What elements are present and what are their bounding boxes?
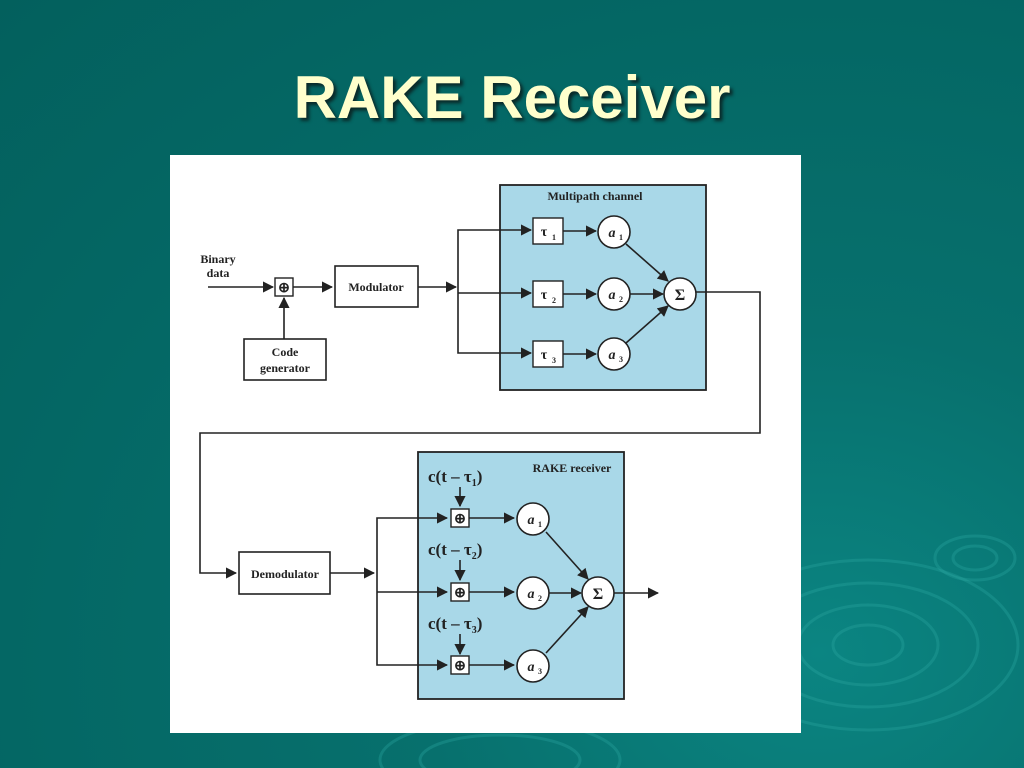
rx-gain3-to-sum-arrow	[545, 606, 589, 654]
rx-sum-symbol: Σ	[593, 586, 603, 603]
demodulator-block	[238, 551, 331, 595]
rake-branch-3	[376, 573, 449, 671]
code-generator-block	[243, 338, 327, 381]
rx-gain-a1-node	[516, 502, 550, 536]
code-label-1-prefix: c(t – τ	[428, 467, 472, 486]
rx-gain-a3-node	[516, 649, 550, 683]
gain-a1-node	[597, 215, 631, 249]
gain-a1-symbol: a	[609, 226, 616, 241]
multipath-channel-section: Multipath channel τ 1 a 1 τ 2 a 2 τ 3 a …	[457, 184, 707, 391]
code-label-3-prefix: c(t – τ	[428, 614, 472, 633]
rx-mixer-1-symbol: ⊕	[454, 512, 466, 527]
binary-data-label: Binary	[200, 252, 235, 266]
slide-title: RAKE Receiver	[293, 64, 731, 131]
tx-mixer-symbol: ⊕	[278, 281, 290, 296]
delay-tau3-symbol: τ	[541, 348, 548, 363]
code-generator-label-2: generator	[260, 361, 311, 375]
modulator-block	[334, 265, 419, 308]
channel-sum-node	[663, 277, 697, 311]
code-generator-label: Code	[272, 345, 299, 359]
transmitter-section: Binary data ⊕ Code generator Modulator	[200, 252, 458, 381]
delay-tau1-sub: 1	[552, 233, 556, 242]
gain3-to-sum-arrow	[625, 305, 669, 344]
rx-gain1-to-sum-arrow	[545, 531, 589, 580]
code-label-2: c(t – τ2)	[428, 540, 482, 562]
gain-a2-symbol: a	[609, 288, 616, 303]
code-label-1-sub: 1	[472, 478, 477, 489]
delay-tau3-block	[532, 340, 564, 368]
rx-gain-a1-sub: 1	[538, 520, 542, 529]
code-label-2-prefix: c(t – τ	[428, 540, 472, 559]
code-label-3-suffix: )	[477, 614, 483, 633]
code-label-1: c(t – τ1)	[428, 467, 482, 489]
demodulator-label: Demodulator	[251, 567, 320, 581]
channel-branch-3	[457, 287, 533, 359]
delay-tau2-symbol: τ	[541, 288, 548, 303]
code-label-2-sub: 2	[472, 551, 477, 562]
rx-mixer-2-symbol: ⊕	[454, 586, 466, 601]
gain-a3-node	[597, 337, 631, 371]
gain-a3-sub: 3	[619, 355, 623, 364]
rx-gain-a1-symbol: a	[528, 513, 535, 528]
code-label-1-suffix: )	[477, 467, 483, 486]
rx-gain-a2-sub: 2	[538, 594, 542, 603]
binary-data-label-2: data	[207, 266, 230, 280]
channel-to-demodulator-line	[199, 291, 761, 579]
code-label-3-sub: 3	[472, 625, 477, 636]
delay-tau3-sub: 3	[552, 356, 556, 365]
delay-tau2-block	[532, 280, 564, 308]
diagram-panel: Binary data ⊕ Code generator Modulator M…	[170, 155, 801, 733]
rake-diagram: Binary data ⊕ Code generator Modulator M…	[199, 184, 761, 700]
gain-a3-symbol: a	[609, 348, 616, 363]
code-label-3: c(t – τ3)	[428, 614, 482, 636]
delay-tau1-block	[532, 217, 564, 245]
rx-gain-a2-symbol: a	[528, 587, 535, 602]
modulator-label: Modulator	[348, 280, 404, 294]
rake-receiver-section: RAKE receiver Demodulator c(t – τ1) c(t …	[238, 451, 660, 700]
delay-tau2-sub: 2	[552, 296, 556, 305]
gain1-to-sum-arrow	[625, 243, 669, 282]
gain-a1-sub: 1	[619, 233, 623, 242]
gain-a2-sub: 2	[619, 295, 623, 304]
rx-mixer-3-symbol: ⊕	[454, 659, 466, 674]
channel-title: Multipath channel	[547, 189, 643, 203]
rx-gain-a3-sub: 3	[538, 667, 542, 676]
channel-branch-1	[457, 224, 533, 287]
code-label-2-suffix: )	[477, 540, 483, 559]
rake-receiver-title: RAKE receiver	[533, 461, 612, 475]
delay-tau1-symbol: τ	[541, 225, 548, 240]
channel-sum-symbol: Σ	[675, 287, 685, 304]
rake-branch-1	[376, 512, 449, 573]
rx-gain-a3-symbol: a	[528, 660, 535, 675]
